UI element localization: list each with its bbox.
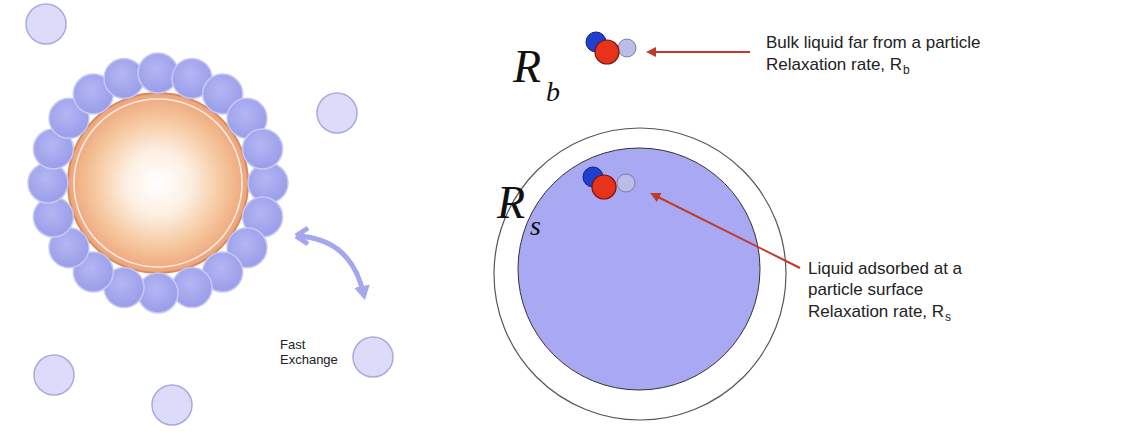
description: Relaxation rate, R [808, 301, 944, 322]
rate-subscript: s [530, 210, 541, 242]
particle-core [68, 93, 248, 273]
adsorbed-molecule [583, 167, 635, 199]
description: Relaxation rate, R [766, 54, 902, 75]
rate-symbol: R [497, 176, 525, 229]
particle-outline [494, 128, 786, 420]
adsorbed-molecules [28, 53, 288, 313]
bulk-molecule [586, 32, 636, 64]
exchange-label: Fast Exchange [280, 337, 350, 367]
leader-arrow [652, 194, 800, 268]
free-molecules [26, 4, 393, 425]
leader-arrow [648, 51, 750, 53]
rate-subscript: b [546, 76, 560, 108]
description: Liquid adsorbed at a particle surface [808, 258, 978, 300]
rate-subscript: b [903, 63, 910, 77]
rate-subscript: s [945, 310, 951, 324]
rate-symbol: R [513, 40, 541, 93]
particle-body [518, 148, 760, 390]
description: Bulk liquid far from a particle [766, 32, 980, 53]
